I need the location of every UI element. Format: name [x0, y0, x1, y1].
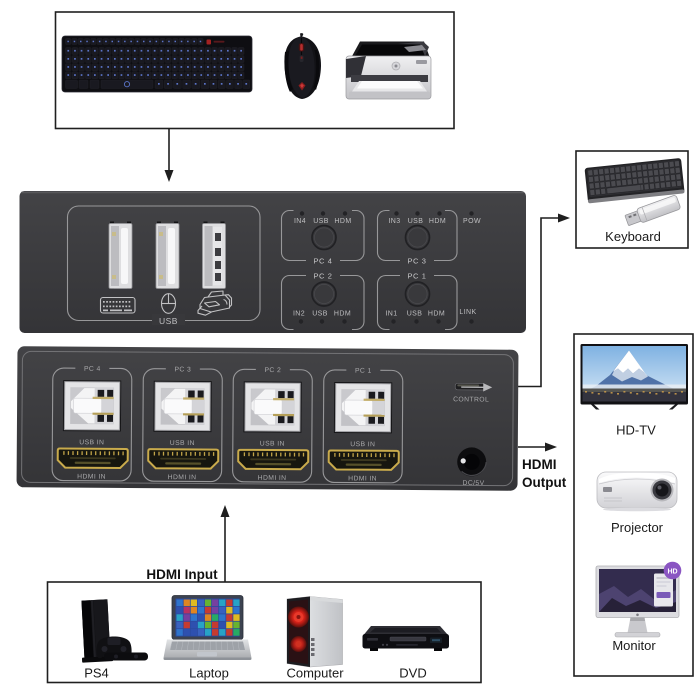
svg-text:PC 3: PC 3	[407, 256, 426, 265]
svg-text:DVD: DVD	[399, 666, 426, 681]
svg-text:PC 4: PC 4	[84, 366, 101, 373]
svg-text:USB: USB	[408, 218, 424, 225]
svg-text:USB: USB	[313, 218, 329, 225]
svg-text:HDMI IN: HDMI IN	[168, 474, 197, 481]
svg-text:HDMI IN: HDMI IN	[348, 475, 377, 482]
svg-text:CONTROL: CONTROL	[453, 396, 489, 403]
svg-text:IN4: IN4	[294, 218, 306, 225]
svg-text:HDMI Input: HDMI Input	[146, 567, 218, 582]
svg-text:PS4: PS4	[84, 666, 109, 681]
svg-text:USB IN: USB IN	[79, 439, 104, 446]
svg-text:Keyboard: Keyboard	[605, 229, 661, 244]
svg-text:IN1: IN1	[385, 311, 397, 318]
svg-text:LINK: LINK	[459, 309, 476, 316]
svg-text:Computer: Computer	[286, 666, 344, 681]
svg-text:USB: USB	[407, 311, 423, 318]
svg-text:Output: Output	[522, 475, 567, 490]
svg-text:USB: USB	[159, 316, 178, 326]
svg-text:DC/5V: DC/5V	[463, 480, 485, 487]
svg-text:USB: USB	[312, 311, 328, 318]
svg-text:HDMI: HDMI	[522, 457, 557, 472]
svg-text:HDM: HDM	[334, 218, 351, 225]
svg-text:HDM: HDM	[429, 218, 446, 225]
svg-text:HD-TV: HD-TV	[616, 423, 656, 438]
svg-text:USB IN: USB IN	[260, 440, 285, 447]
svg-text:USB IN: USB IN	[170, 440, 195, 447]
svg-text:HD: HD	[667, 568, 677, 575]
svg-text:PC 3: PC 3	[174, 366, 191, 373]
svg-text:PC 1: PC 1	[407, 271, 426, 280]
svg-text:Projector: Projector	[611, 520, 664, 535]
svg-text:IN3: IN3	[388, 218, 400, 225]
svg-text:HDMI IN: HDMI IN	[258, 475, 287, 482]
svg-text:HDM: HDM	[334, 311, 351, 318]
svg-text:PC 4: PC 4	[313, 256, 332, 265]
svg-text:PC 2: PC 2	[264, 367, 281, 374]
svg-text:HDMI IN: HDMI IN	[77, 473, 106, 480]
svg-text:POW: POW	[463, 218, 481, 225]
svg-text:PC 1: PC 1	[355, 368, 372, 375]
svg-text:PC 2: PC 2	[313, 271, 332, 280]
svg-text:USB IN: USB IN	[350, 441, 375, 448]
svg-text:HDM: HDM	[428, 311, 445, 318]
svg-text:Laptop: Laptop	[189, 666, 229, 681]
svg-text:IN2: IN2	[293, 311, 305, 318]
svg-text:Monitor: Monitor	[612, 638, 656, 653]
